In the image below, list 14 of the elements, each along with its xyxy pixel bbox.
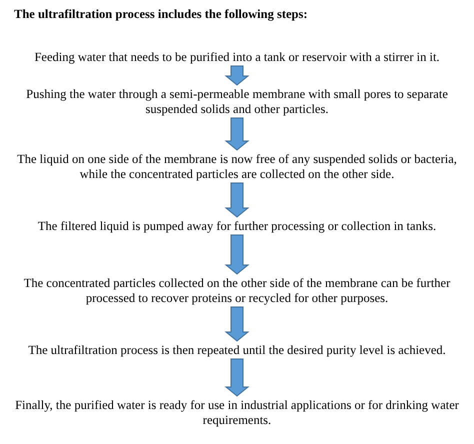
step-text: Pushing the water through a semi-permeable membrane with small pores to separate suspended solids and other particles. xyxy=(26,87,448,116)
step-text: The concentrated particles collected on the other side of the membrane can be further processed to recover proteins or recycled for other purposes. xyxy=(24,276,450,305)
step-text: The filtered liquid is pumped away for further processing or collection in tanks. xyxy=(38,219,436,233)
block-arrow xyxy=(224,234,250,275)
block-arrow xyxy=(224,182,250,218)
block-arrow xyxy=(224,66,250,86)
step-text: The liquid on one side of the membrane is now free of any suspended solids or bacteria, while the concentrated particles are collected on the other side. xyxy=(17,152,457,181)
heading: The ultrafiltration process includes the following steps: xyxy=(14,7,308,22)
step-text: Finally, the purified water is ready for use in industrial applications or for drinking water requirements. xyxy=(15,398,459,427)
block-arrow xyxy=(224,306,250,342)
block-arrow xyxy=(224,118,250,151)
step-text: Feeding water that needs to be purified into a tank or reservoir with a stirrer in it. xyxy=(34,50,440,64)
block-arrow xyxy=(224,358,250,397)
step-text: The ultrafiltration process is then repeated until the desired purity level is achieved. xyxy=(28,343,446,357)
